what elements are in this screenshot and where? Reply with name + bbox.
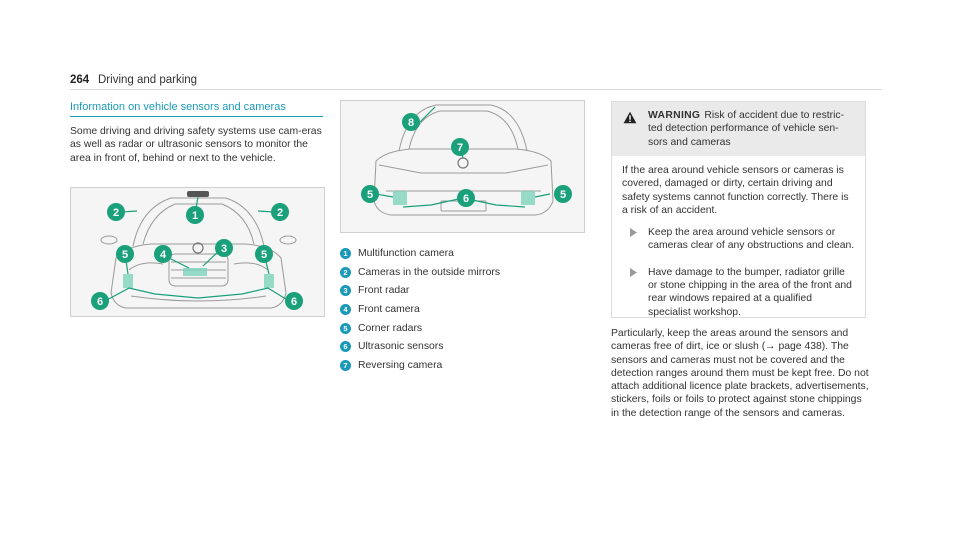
legend-number-badge: 7 <box>340 359 351 371</box>
svg-text:3: 3 <box>221 243 227 255</box>
svg-text:6: 6 <box>97 296 103 308</box>
svg-text:5: 5 <box>367 189 373 201</box>
front-vehicle-drawing: 2 1 2 3 4 5 5 6 6 <box>91 191 303 310</box>
section-heading: Information on vehicle sensors and camer… <box>70 101 323 117</box>
triangle-arrow-icon <box>630 267 637 281</box>
legend-item: 6 Ultrasonic sensors <box>340 337 580 356</box>
intro-paragraph: Some driving and driving safety systems … <box>70 126 322 164</box>
svg-text:2: 2 <box>277 207 283 219</box>
legend-label: Front radar <box>358 285 410 297</box>
legend-number-badge: 3 <box>340 285 351 297</box>
instruction-text: Have damage to the bumper, radiator gril… <box>648 266 852 318</box>
svg-text:5: 5 <box>122 249 128 261</box>
callout-8: 8 <box>402 113 420 131</box>
legend-label: Ultrasonic sensors <box>358 341 444 353</box>
triangle-arrow-icon <box>630 228 637 241</box>
callout-1: 1 <box>186 206 204 224</box>
warning-body: If the area around vehicle sensors or ca… <box>612 156 865 319</box>
legend-number-badge: 4 <box>340 303 351 315</box>
figure-legend: 1 Multifunction camera 2 Cameras in the ou… <box>340 244 580 375</box>
svg-text:4: 4 <box>160 249 167 261</box>
instruction-item: Have damage to the bumper, radiator gril… <box>622 266 855 319</box>
svg-text:5: 5 <box>261 249 267 261</box>
legend-number-badge: 6 <box>340 341 351 353</box>
legend-label: Front camera <box>358 303 420 315</box>
legend-number-badge: 1 <box>340 247 351 259</box>
callout-2-right: 2 <box>271 203 289 221</box>
svg-text:8: 8 <box>408 117 414 129</box>
warning-title: Risk of accident due to restric-ted dete… <box>648 110 845 148</box>
legend-label: Multifunction camera <box>358 247 454 259</box>
callout-5-right: 5 <box>554 185 572 203</box>
warning-triangle-icon <box>623 111 637 128</box>
instruction-item: Keep the area around vehicle sensors or … <box>622 226 855 253</box>
legend-label: Cameras in the outside mirrors <box>358 266 501 278</box>
callout-5-right: 5 <box>255 245 273 263</box>
rear-vehicle-figure: 8 7 5 6 5 <box>340 100 585 233</box>
sensor-care-paragraph: Particularly, keep the areas around the … <box>611 328 869 419</box>
callout-6-left: 6 <box>91 292 109 310</box>
warning-label: WARNING <box>648 110 701 121</box>
svg-text:2: 2 <box>113 207 119 219</box>
legend-item: 4 Front camera <box>340 300 580 319</box>
legend-item: 2 Cameras in the outside mirrors <box>340 263 580 282</box>
svg-text:6: 6 <box>463 193 469 205</box>
legend-label: Reversing camera <box>358 359 443 371</box>
svg-text:1: 1 <box>192 210 198 222</box>
page-number: 264 <box>70 74 90 86</box>
svg-text:6: 6 <box>291 296 297 308</box>
legend-item: 7 Reversing camera <box>340 356 580 375</box>
chapter-title: Driving and parking <box>98 74 198 86</box>
legend-item: 5 Corner radars <box>340 319 580 338</box>
rear-vehicle-drawing: 8 7 5 6 5 <box>361 104 572 216</box>
page-header: 264 Driving and parking <box>70 73 882 90</box>
instruction-text: Keep the area around vehicle sensors or … <box>648 227 855 252</box>
callout-3: 3 <box>215 239 233 257</box>
warning-paragraph: If the area around vehicle sensors or ca… <box>622 165 849 216</box>
svg-text:5: 5 <box>560 189 566 201</box>
legend-label: Corner radars <box>358 322 423 334</box>
front-vehicle-figure: 2 1 2 3 4 5 5 6 6 <box>70 187 325 317</box>
legend-item: 3 Front radar <box>340 281 580 300</box>
legend-number-badge: 5 <box>340 322 351 334</box>
legend-number-badge: 2 <box>340 266 351 278</box>
callout-5-left: 5 <box>116 245 134 263</box>
svg-text:7: 7 <box>457 142 463 154</box>
callout-7: 7 <box>451 138 469 156</box>
legend-item: 1 Multifunction camera <box>340 244 580 263</box>
callout-5-left: 5 <box>361 185 379 203</box>
callout-2-left: 2 <box>107 203 125 221</box>
callout-4: 4 <box>154 245 172 263</box>
callout-6: 6 <box>457 189 475 207</box>
callout-6-right: 6 <box>285 292 303 310</box>
